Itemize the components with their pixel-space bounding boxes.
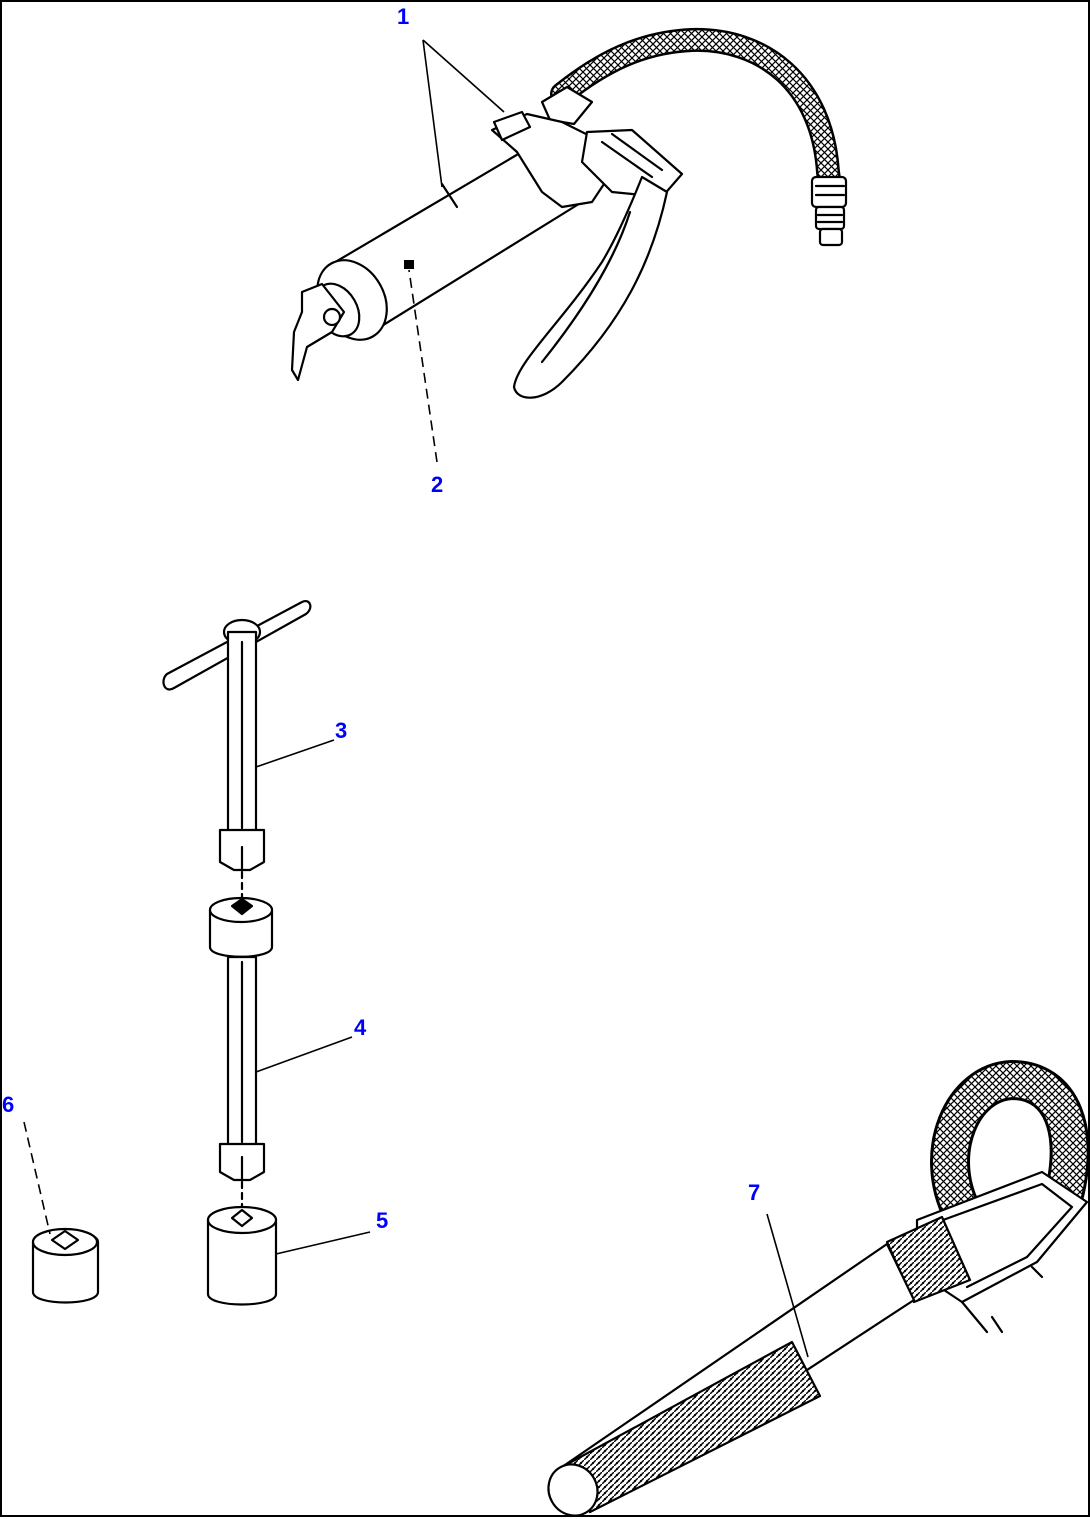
- leader-3: [255, 739, 335, 768]
- leader-6: [23, 1121, 51, 1235]
- callout-5: 5: [376, 1208, 388, 1233]
- grease-gun-head: [490, 112, 614, 209]
- callout-7: 7: [748, 1180, 760, 1205]
- leader-1a: [422, 39, 443, 188]
- t-handle-wrench-icon: [162, 600, 312, 872]
- leader-7: [766, 1213, 809, 1358]
- callout-2: 2: [431, 472, 443, 497]
- callout-4: 4: [354, 1015, 367, 1040]
- callout-3: 3: [335, 718, 347, 743]
- hose-coupler: [810, 175, 848, 247]
- grease-gun-icon: [290, 27, 848, 399]
- leader-4: [255, 1036, 353, 1073]
- grease-fitting-icon: [404, 260, 414, 269]
- socket-small-icon: [31, 1227, 100, 1304]
- callout-1: 1: [397, 4, 409, 29]
- leader-lines: [23, 39, 809, 1358]
- leader-5: [275, 1231, 371, 1255]
- leader-1b: [422, 39, 505, 113]
- callout-6: 6: [2, 1092, 14, 1117]
- strap-wrench-icon: [547, 1060, 1090, 1517]
- extension-bar-icon: [208, 870, 274, 1182]
- callouts: 1 2 3 4 5 6 7: [2, 4, 760, 1233]
- socket-icon: [206, 1180, 278, 1306]
- grease-gun-lever: [512, 175, 669, 399]
- leader-2: [408, 269, 438, 463]
